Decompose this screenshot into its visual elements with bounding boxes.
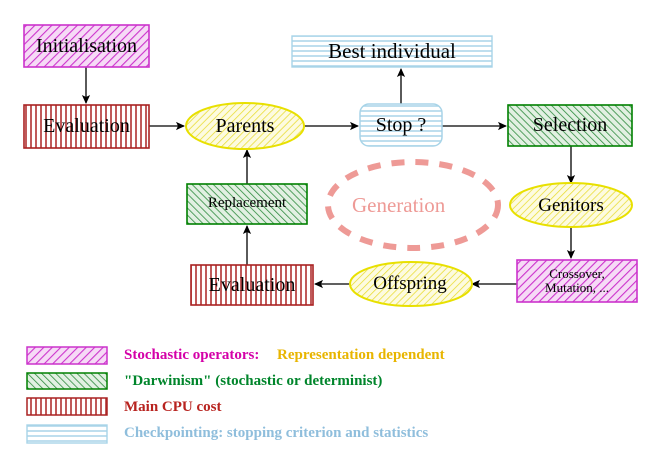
node-generation-boundary [325, 159, 501, 251]
node-parents[interactable] [185, 102, 305, 150]
node-label-generation: Generation [352, 193, 446, 217]
node-selection[interactable] [507, 104, 633, 147]
node-genitors[interactable] [509, 182, 633, 228]
node-evaluation-top[interactable] [23, 104, 150, 149]
node-evaluation-bottom[interactable] [190, 264, 314, 306]
node-replacement[interactable] [186, 183, 308, 225]
node-offspring[interactable] [349, 261, 473, 307]
node-initialisation[interactable] [23, 24, 150, 68]
legend-swatch-red [26, 397, 108, 416]
legend-swatch-magenta [26, 346, 108, 365]
legend-swatch-blue [26, 424, 108, 444]
legend-text-checkpointing: Checkpointing: stopping criterion and st… [124, 425, 429, 441]
legend-text-representation-dependent: Representation dependent [277, 347, 445, 363]
legend-text-darwinism: "Darwinism" (stochastic or determinist) [124, 373, 383, 389]
legend-text-stochastic-operators: Stochastic operators: [124, 347, 260, 363]
node-best-individual[interactable] [291, 35, 493, 68]
legend-swatch-green [26, 372, 108, 390]
node-crossover-mutation[interactable] [516, 259, 638, 303]
legend-text-main-cpu-cost: Main CPU cost [124, 399, 222, 415]
node-stop[interactable] [359, 103, 443, 147]
